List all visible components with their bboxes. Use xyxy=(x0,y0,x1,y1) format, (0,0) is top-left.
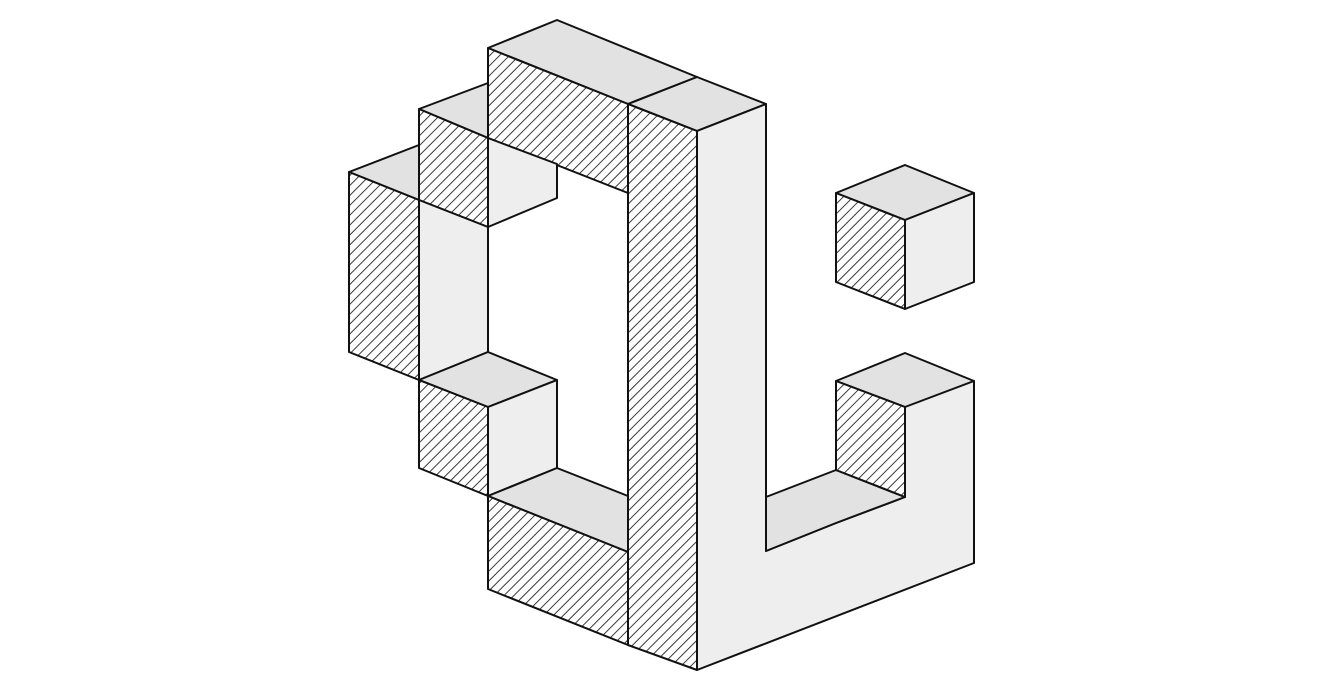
bottom-connector-block xyxy=(487,467,629,646)
right-upright-block xyxy=(835,352,975,498)
lower-left-cube xyxy=(418,351,558,497)
floating-cube xyxy=(835,164,975,310)
left-column-block xyxy=(348,144,489,381)
